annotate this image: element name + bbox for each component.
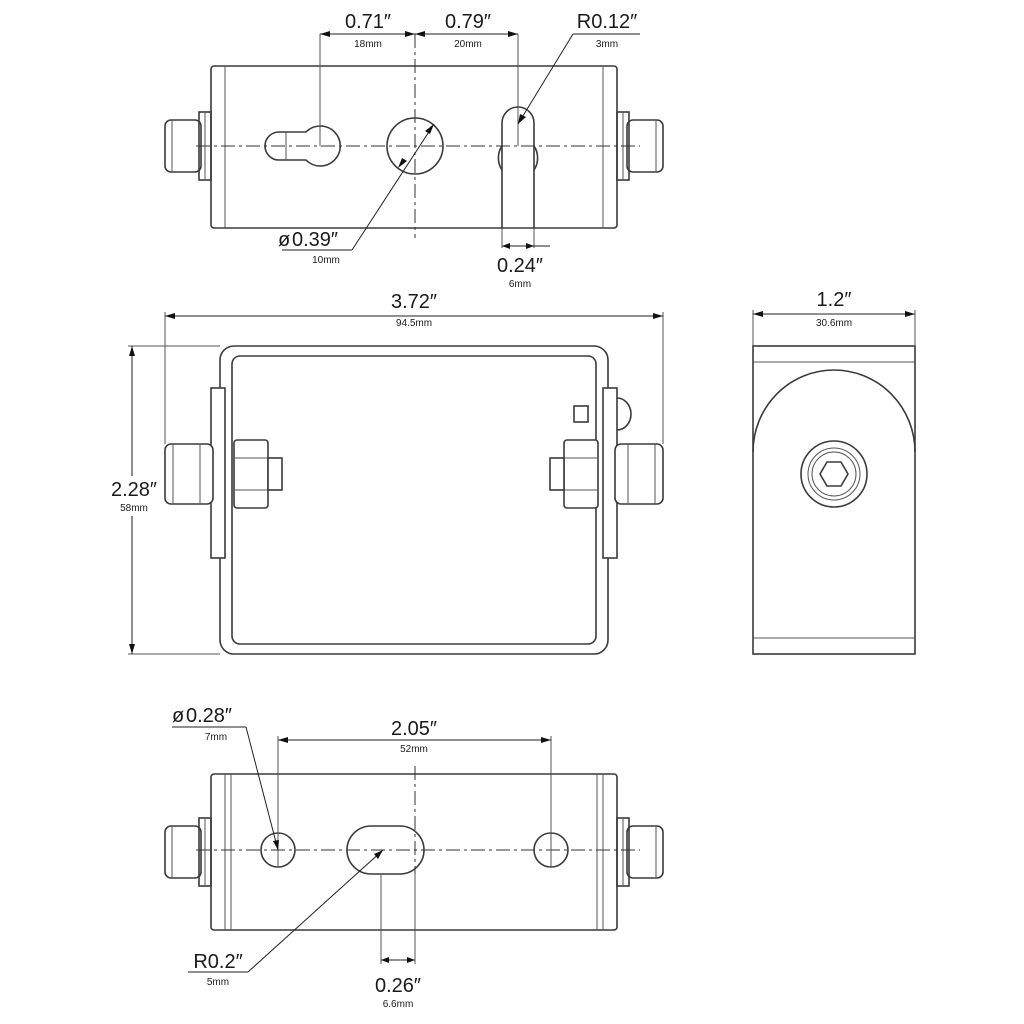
dim-bottom-slot-width-imperial: 0.26″ [375, 975, 421, 997]
dim-top-slot-width: 0.24″ 6mm [497, 243, 550, 290]
side-view-body [752, 345, 916, 655]
dim-bottom-slot-radius-metric: 5mm [207, 977, 229, 988]
dim-side-width-imperial: 1.2″ [817, 289, 852, 311]
front-view-left-connector [164, 439, 283, 509]
dim-bottom-slot-width: 0.26″ 6.6mm [375, 957, 421, 1010]
dim-top-slot-width-imperial: 0.24″ [497, 255, 543, 277]
dim-bottom-hole-spacing-imperial: 2.05″ [391, 718, 437, 740]
dim-bottom-hole-diameter-imperial: 0.28″ [186, 705, 232, 727]
dim-top-hole-diameter-imperial: 0.39″ [292, 229, 338, 251]
top-view-body [210, 65, 618, 229]
bottom-view-right-connector [616, 817, 664, 887]
dim-front-overall-width: 3.72″ 94.5mm [164, 291, 664, 444]
front-view: 3.72″ 94.5mm 2.28″ 58mm [104, 291, 664, 655]
bottom-view-left-connector [164, 817, 212, 887]
dim-front-height: 2.28″ 58mm [104, 345, 220, 655]
dim-bottom-hole-diameter: ø 0.28″ 7mm [172, 705, 279, 851]
front-view-right-connector [549, 397, 664, 509]
dim-top-hole-diameter-symbol: ø [278, 229, 290, 251]
dim-top-slot-offset: 0.71″ 18mm [320, 11, 415, 50]
dim-front-overall-width-metric: 94.5mm [396, 318, 432, 329]
dim-top-hole-diameter: ø 0.39″ 10mm [278, 123, 435, 266]
dim-bottom-slot-width-metric: 6.6mm [383, 999, 414, 1010]
dim-top-center-offset-imperial: 0.79″ [445, 11, 491, 33]
side-view-connector-outer [800, 440, 868, 508]
dim-front-overall-width-imperial: 3.72″ [391, 291, 437, 313]
dim-bottom-slot-radius: R0.2″ 5mm [188, 849, 384, 988]
dim-bottom-hole-spacing: 2.05″ 52mm [278, 718, 551, 755]
dim-top-slot-radius-metric: 3mm [596, 39, 618, 50]
dim-top-center-offset: 0.79″ 20mm [415, 11, 518, 50]
dim-side-width: 1.2″ 30.6mm [752, 289, 916, 346]
top-view: 0.71″ 18mm 0.79″ 20mm R0.12″ 3mm ø 0.39″… [164, 11, 664, 290]
top-view-keyhole-slot [264, 125, 342, 167]
dim-bottom-hole-diameter-symbol: ø [172, 705, 184, 727]
dim-bottom-hole-spacing-metric: 52mm [400, 744, 428, 755]
bottom-view: ø 0.28″ 7mm 2.05″ 52mm R0.2″ 5mm 0.26″ 6… [164, 705, 664, 1010]
dim-top-center-offset-metric: 20mm [454, 39, 482, 50]
dim-front-height-metric: 58mm [120, 503, 148, 514]
dim-top-slot-radius: R0.12″ 3mm [517, 11, 640, 125]
side-view-hex-socket [819, 461, 849, 487]
dim-side-width-metric: 30.6mm [816, 318, 852, 329]
bottom-view-slot [346, 825, 425, 875]
dim-top-slot-radius-imperial: R0.12″ [577, 11, 637, 33]
top-view-center-hole [386, 117, 444, 175]
dim-bottom-hole-diameter-metric: 7mm [205, 732, 227, 743]
dim-top-slot-offset-metric: 18mm [354, 39, 382, 50]
side-view: 1.2″ 30.6mm [752, 289, 916, 655]
top-view-vertical-slot [501, 106, 535, 228]
dim-front-height-imperial: 2.28″ [111, 479, 157, 501]
front-view-u-bracket [219, 345, 609, 655]
bottom-view-body [210, 773, 618, 931]
dim-bottom-slot-radius-imperial: R0.2″ [193, 951, 242, 973]
dim-top-slot-width-metric: 6mm [509, 279, 531, 290]
dim-top-slot-offset-imperial: 0.71″ [345, 11, 391, 33]
dim-top-hole-diameter-metric: 10mm [312, 255, 340, 266]
